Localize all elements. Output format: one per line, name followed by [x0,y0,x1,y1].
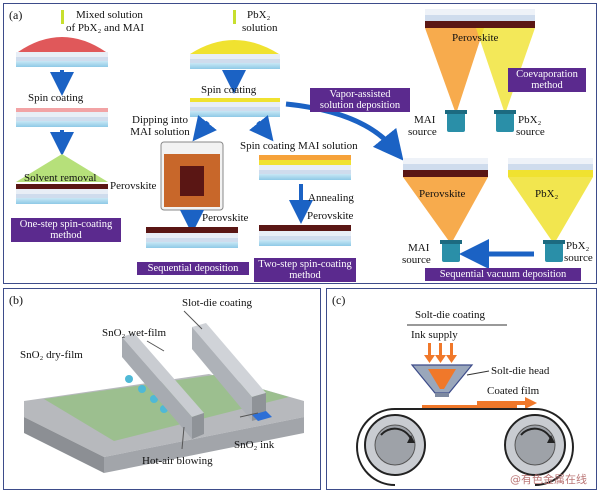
panel-c-tag: (c) [332,293,346,307]
coevap-top-substrate [425,9,535,28]
seq-vac-substrate-right [508,158,593,177]
sequential-deposition-label: Sequential deposition [137,262,249,275]
spin-coating-1-text: Spin coating [28,92,84,104]
panel-c: (c) Solt-die coating Ink supply Solt-die… [326,288,597,490]
sequential-vacuum-label: Sequential vacuum deposition [425,268,581,281]
substrate-1 [16,52,108,67]
pbx2-bottom-text: PbX₂ [535,188,559,200]
substrate-seq [146,227,238,248]
solvent-removal-text: Solvent removal [24,172,97,184]
sno2-ink-text: SnO₂ ink [234,439,275,451]
pbx2-solution-text-2: solution [242,22,278,34]
pbx2-source-2-text: PbX₂ [566,240,590,252]
hot-air-text: Hot-air blowing [142,455,213,467]
perovskite-2-text: Perovskite [202,212,249,224]
one-step-method-label: One-step spin-coating method [11,218,121,242]
dipping-text: Dipping into [132,114,188,126]
one-step-pipette [18,10,106,52]
slot-die-text: Slot-die coating [182,297,252,309]
substrate-3 [16,184,108,204]
panel-b: (b) Slot-die coating SnO₂ wet-film SnO₂ … [3,288,321,490]
seq-vac-source-mai [440,240,462,262]
pbx2-pipette [190,10,279,54]
perovskite-3-text: Perovskite [307,210,354,222]
coevap-cone-right [476,28,535,114]
beaker [160,141,224,211]
coevaporation-label: Coevaporation method [508,68,586,92]
vapor-assisted-label: Vapor-assisted solution deposition [310,88,410,112]
solvent-cone [16,154,108,182]
substrate-two-step-b [259,225,351,246]
die-head-text: Solt-die head [491,365,550,377]
panel-b-tag: (b) [9,293,23,307]
perovskite-1-text: Perovskite [110,180,157,192]
mixed-solution-text-2: of PbX₂ and MAI [66,22,145,34]
perovskite-top-text: Perovskite [452,32,499,44]
sno2-dry-text: SnO₂ dry-film [20,349,83,361]
slot-die-head [192,323,266,397]
coevap-source-pbx2 [494,110,516,132]
sno2-wet-text: SnO₂ wet-film [102,327,167,339]
panel-a: (a) Mixed solution of PbX₂ and MAI Spin … [3,3,597,284]
substrate-5 [190,98,280,117]
spin-coating-2-text: Spin coating [201,84,257,96]
watermark: @有色金属在线 [510,473,587,486]
substrate-4 [190,54,280,69]
mai-source-2-text: MAI [408,242,430,254]
ink-supply-arrows [424,343,457,363]
coevap-cone-left [425,28,484,114]
substrate-two-step-a [259,155,351,180]
panel-c-graphics [356,324,574,486]
coated-film-text: Coated film [487,385,540,397]
seq-vac-source-pbx2 [543,240,565,262]
mai-source-1b-text: source [408,126,437,138]
annealing-text: Annealing [308,192,354,204]
pbx2-source-1-text: PbX₂ [518,114,542,126]
mixed-solution-text: Mixed solution [76,9,143,21]
panel-c-title: Solt-die coating [415,309,485,321]
dipping-text-2: MAI solution [130,126,190,138]
perovskite-bottom-text: Perovskite [419,188,466,200]
ink-supply-text: Ink supply [411,329,458,341]
panel-b-graphics [24,310,304,473]
coevap-source-mai [445,110,467,132]
two-step-method-label: Two-step spin-coating method [254,258,356,282]
mai-source-2b-text: source [402,254,431,266]
mai-source-1-text: MAI [414,114,436,126]
coated-film [422,405,517,410]
pbx2-source-2b-text: source [564,252,593,264]
pbx2-solution-text: PbX₂ [247,9,271,21]
mai-droplet [18,37,106,52]
spin-mai-text: Spin coating MAI solution [240,140,358,152]
panel-a-tag: (a) [9,8,23,22]
hot-air-blade [122,333,204,417]
substrate-2 [16,108,108,127]
seq-vac-substrate-left [403,158,488,177]
panel-a-graphics [16,9,593,269]
pbx2-source-1b-text: source [516,126,545,138]
